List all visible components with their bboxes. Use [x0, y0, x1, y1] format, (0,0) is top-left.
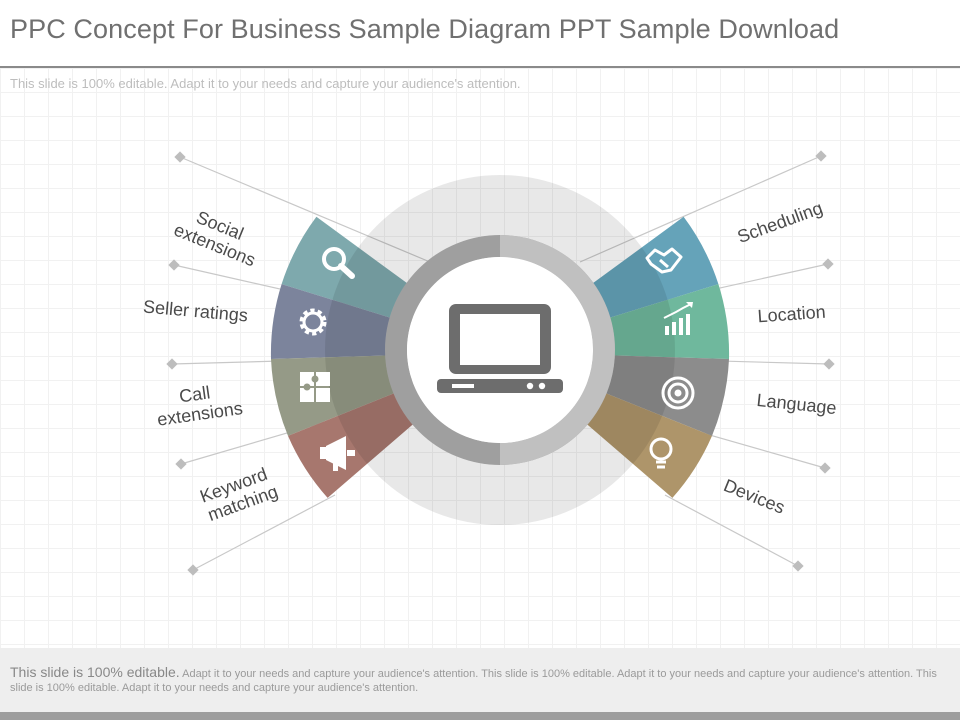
label-keyword-matching: Keyword matching: [197, 462, 281, 525]
page-subtitle: This slide is 100% editable. Adapt it to…: [10, 76, 521, 91]
label-line: Scheduling: [735, 198, 826, 247]
search-icon: [322, 247, 355, 279]
page-title: PPC Concept For Business Sample Diagram …: [10, 14, 840, 44]
endpoint-marker: [174, 151, 186, 163]
segment-seller-ratings: [270, 284, 397, 359]
segment-language: [600, 355, 729, 436]
label-language: Language: [756, 390, 838, 418]
segment-location: [603, 284, 730, 359]
label-seller-ratings: Seller ratings: [142, 296, 248, 325]
endpoint-marker: [819, 462, 831, 474]
segment-scheduling: [587, 216, 719, 320]
center-ring-highlight: [499, 235, 615, 465]
label-line: Location: [757, 302, 826, 327]
title-divider: [0, 66, 960, 68]
label-line: Seller ratings: [142, 296, 248, 325]
label-line: Call: [178, 382, 211, 406]
connector-line-scheduling: [579, 155, 822, 263]
label-location: Location: [757, 302, 826, 327]
segment-keyword-matching: [288, 391, 419, 498]
puzzle-icon: [300, 372, 330, 402]
gear-icon: [299, 308, 327, 336]
label-devices: Devices: [721, 475, 788, 518]
connector-line-keyword-lower: [192, 494, 336, 571]
endpoint-marker: [815, 150, 827, 162]
endpoint-marker: [168, 259, 180, 271]
footer-lead: This slide is 100% editable.: [10, 664, 180, 680]
growth-chart-icon: [663, 302, 693, 335]
connector-lines: [171, 155, 830, 571]
ppc-diagram: Social extensions Seller ratings Call ex…: [142, 150, 838, 576]
endpoint-marker: [823, 358, 835, 370]
endpoint-marker: [822, 258, 834, 270]
bottom-bar: [0, 712, 960, 720]
connector-endpoints: [166, 150, 835, 576]
label-call-extensions: Call extensions: [153, 378, 244, 430]
endpoint-marker: [792, 560, 804, 572]
label-line: Devices: [721, 475, 788, 518]
segment-devices: [581, 391, 712, 498]
footer-text: This slide is 100% editable. Adapt it to…: [10, 665, 940, 695]
megaphone-icon: [320, 436, 355, 471]
target-icon: [661, 376, 695, 410]
label-scheduling: Scheduling: [735, 198, 826, 247]
endpoint-marker: [175, 458, 187, 470]
endpoint-marker: [187, 564, 199, 576]
label-line: Language: [756, 390, 838, 418]
handshake-icon: [645, 247, 683, 274]
right-fan: [581, 216, 730, 498]
fan-inner-shade: [325, 175, 675, 525]
connector-line-social: [179, 156, 431, 263]
lightbulb-icon: [649, 437, 673, 469]
footer-body: Adapt it to your needs and capture your …: [10, 668, 937, 694]
laptop-icon: [437, 304, 563, 393]
label-social-extensions: Social extensions: [171, 201, 266, 270]
connector-line-devices-lower: [664, 494, 799, 567]
endpoint-marker: [166, 358, 178, 370]
footer-panel: This slide is 100% editable. Adapt it to…: [0, 648, 960, 712]
